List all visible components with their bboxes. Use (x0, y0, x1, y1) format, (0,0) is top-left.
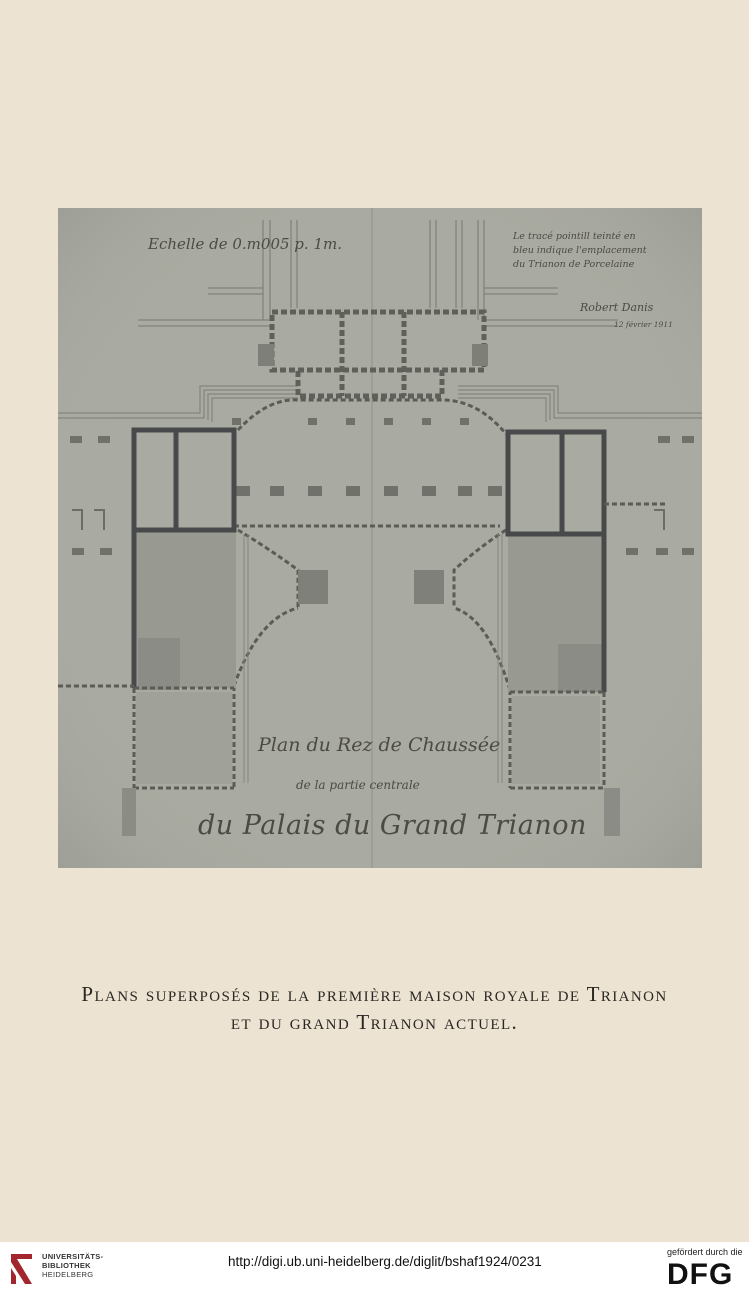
floor-plan-drawing (58, 208, 702, 868)
note-line-3: du Trianon de Porcelaine (513, 259, 635, 270)
library-name-line-2: BIBLIOTHEK (42, 1261, 91, 1270)
plan-title: Plan du Rez de Chaussée (258, 734, 501, 756)
library-name-line-1: UNIVERSITÄTS- (42, 1252, 104, 1261)
library-name-line-3: HEIDELBERG (42, 1270, 94, 1279)
scale-label: Echelle de 0.m005 p. 1m. (148, 235, 342, 253)
dfg-logo: DFG (667, 1258, 734, 1291)
signature-date: 12 février 1911 (614, 320, 673, 329)
architectural-plan-plate: Echelle de 0.m005 p. 1m. Le tracé pointi… (58, 208, 702, 868)
viewer-footer: UNIVERSITÄTS- BIBLIOTHEK HEIDELBERG http… (0, 1242, 749, 1296)
university-library-logo-icon (8, 1250, 36, 1288)
plan-subtitle: de la partie centrale (296, 778, 420, 792)
note-text: Le tracé pointill teinté en bleu indique… (513, 230, 647, 272)
note-line-2: bleu indique l'emplacement (513, 245, 647, 256)
caption-line-1: Plans superposés de la première maison r… (81, 982, 668, 1006)
note-line-1: Le tracé pointill teinté en (513, 231, 636, 242)
signature: Robert Danis (580, 301, 654, 314)
caption-line-2: et du grand Trianon actuel. (230, 1010, 519, 1034)
plan-main-title: du Palais du Grand Trianon (198, 810, 587, 841)
scanned-page: Echelle de 0.m005 p. 1m. Le tracé pointi… (58, 208, 702, 1034)
library-name: UNIVERSITÄTS- BIBLIOTHEK HEIDELBERG (42, 1252, 103, 1279)
funded-by-text: gefördert durch die (667, 1247, 743, 1257)
permalink-url[interactable]: http://digi.ub.uni-heidelberg.de/diglit/… (228, 1254, 542, 1269)
